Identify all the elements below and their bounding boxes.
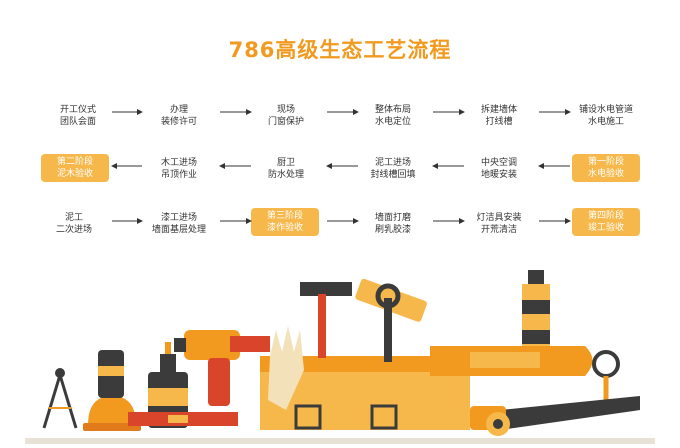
step-line2: 装修许可 <box>160 117 197 127</box>
stage-line2: 漆作验收 <box>266 223 303 233</box>
step-line1: 厨卫 <box>276 158 295 168</box>
screwdriver-icon <box>430 346 593 376</box>
hard-hat-icon <box>83 396 141 431</box>
step-hvac: 中央空调 地暖安装 <box>449 157 549 181</box>
step-line2: 刷乳胶漆 <box>374 225 411 235</box>
stage-line2: 泥木验收 <box>56 169 93 179</box>
stage-line1: 第四阶段 <box>587 211 624 221</box>
step-line2: 水电定位 <box>374 117 411 127</box>
step-line2: 门窗保护 <box>267 117 304 127</box>
drill-icon <box>174 330 270 406</box>
step-line1: 泥工 <box>64 213 83 223</box>
tools-toolbox-illustration <box>25 270 655 444</box>
step-line2: 封线槽回填 <box>370 170 416 180</box>
hammer-icon <box>300 282 352 358</box>
step-line1: 中央空调 <box>480 158 517 168</box>
stage-4-badge: 第四阶段 竣工验收 <box>572 208 640 236</box>
step-demolition: 拆建墙体 打线槽 <box>449 104 549 128</box>
step-line2: 墙面基层处理 <box>151 225 206 235</box>
stage-line1: 第三阶段 <box>266 211 303 221</box>
step-site-protection: 现场 门窗保护 <box>236 104 336 128</box>
page-title: 786高级生态工艺流程 <box>228 38 452 62</box>
step-line1: 办理 <box>169 105 188 115</box>
stage-1-badge: 第一阶段 水电验收 <box>572 154 640 182</box>
glove-icon <box>268 326 304 410</box>
step-line2: 开荒清洁 <box>480 225 517 235</box>
step-line1: 铺设水电管道 <box>578 105 633 115</box>
step-painting-base: 漆工进场 墙面基层处理 <box>129 212 229 236</box>
step-layout: 整体布局 水电定位 <box>343 104 443 128</box>
step-permit: 办理 装修许可 <box>129 104 229 128</box>
step-line1: 灯洁具安装 <box>476 213 522 223</box>
step-opening-ceremony: 开工仪式 团队会面 <box>28 104 128 128</box>
stage-line2: 竣工验收 <box>587 223 624 233</box>
compass-icon <box>42 368 78 429</box>
step-line2: 防水处理 <box>267 170 304 180</box>
step-line1: 拆建墙体 <box>480 105 517 115</box>
step-masonry-second: 泥工 二次进场 <box>24 212 124 236</box>
stage-line2: 水电验收 <box>587 169 624 179</box>
spray-can-icon <box>98 350 124 398</box>
flow-arrows <box>111 109 571 224</box>
step-line2: 团队会面 <box>59 117 96 127</box>
wrench-icon <box>375 283 401 362</box>
tape-measure-icon <box>486 412 510 436</box>
step-plumbing: 铺设水电管道 水电施工 <box>556 104 656 128</box>
stage-line1: 第一阶段 <box>587 157 624 167</box>
step-fixtures: 灯洁具安装 开荒清洁 <box>449 212 549 236</box>
level-icon <box>128 412 238 426</box>
step-line1: 开工仪式 <box>59 105 96 115</box>
step-line1: 木工进场 <box>160 158 197 168</box>
step-waterproofing: 厨卫 防水处理 <box>236 157 336 181</box>
step-line1: 墙面打磨 <box>374 213 411 223</box>
step-wall-paint: 墙面打磨 刷乳胶漆 <box>343 212 443 236</box>
step-line2: 吊顶作业 <box>160 170 197 180</box>
step-carpentry: 木工进场 吊顶作业 <box>129 157 229 181</box>
step-line2: 水电施工 <box>587 117 624 127</box>
stage-2-badge: 第二阶段 泥木验收 <box>41 154 109 182</box>
step-line2: 地暖安装 <box>480 170 517 180</box>
stage-3-badge: 第三阶段 漆作验收 <box>251 208 319 236</box>
step-line1: 漆工进场 <box>160 213 197 223</box>
step-line1: 整体布局 <box>374 105 411 115</box>
stage-line1: 第二阶段 <box>56 157 93 167</box>
step-line2: 打线槽 <box>485 117 513 127</box>
step-line2: 二次进场 <box>55 225 92 235</box>
step-masonry: 泥工进场 封线槽回填 <box>343 157 443 181</box>
step-line1: 现场 <box>276 105 295 115</box>
step-line1: 泥工进场 <box>374 158 411 168</box>
